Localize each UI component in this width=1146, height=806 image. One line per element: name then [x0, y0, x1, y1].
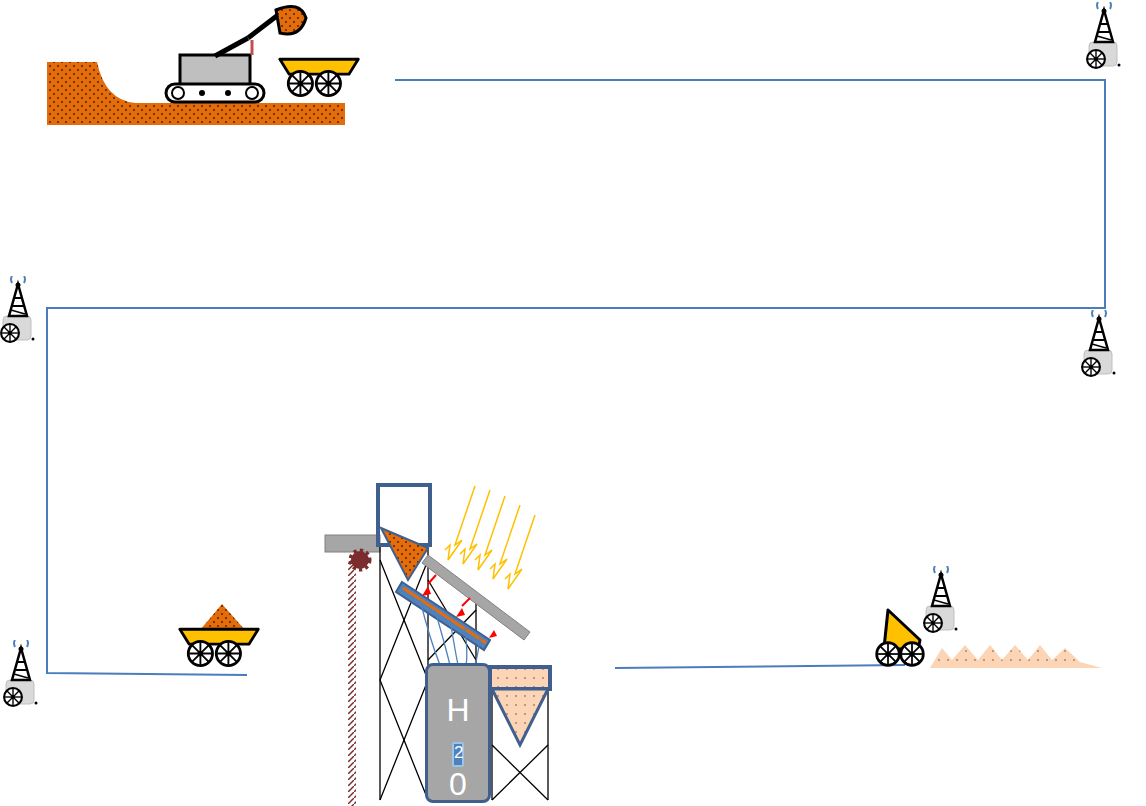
- excavator: [166, 6, 306, 102]
- water-label-box: 2: [452, 742, 464, 767]
- solar-concentrator: [396, 555, 530, 650]
- sunlight: [445, 486, 535, 589]
- hauler-cart: [280, 59, 358, 95]
- tank-label: 2: [454, 744, 462, 761]
- haul-route: [47, 80, 1105, 675]
- relay-tower: [924, 566, 957, 632]
- relay-tower: [1082, 310, 1115, 376]
- relay-tower: [1087, 2, 1120, 68]
- hoist: [325, 535, 380, 806]
- loaded-cart: [180, 604, 258, 666]
- feed-hopper: [381, 528, 428, 580]
- dumping-cart: [877, 610, 924, 665]
- tailings-pile: [930, 645, 1102, 668]
- tank-label: H: [428, 694, 488, 726]
- tank-label: 0: [428, 768, 488, 800]
- relay-tower: [4, 640, 37, 706]
- vapour-pipes: [420, 600, 480, 665]
- water-tank: H 0 2: [425, 663, 491, 803]
- tailings-hopper: [490, 667, 550, 745]
- relay-tower: [1, 276, 34, 342]
